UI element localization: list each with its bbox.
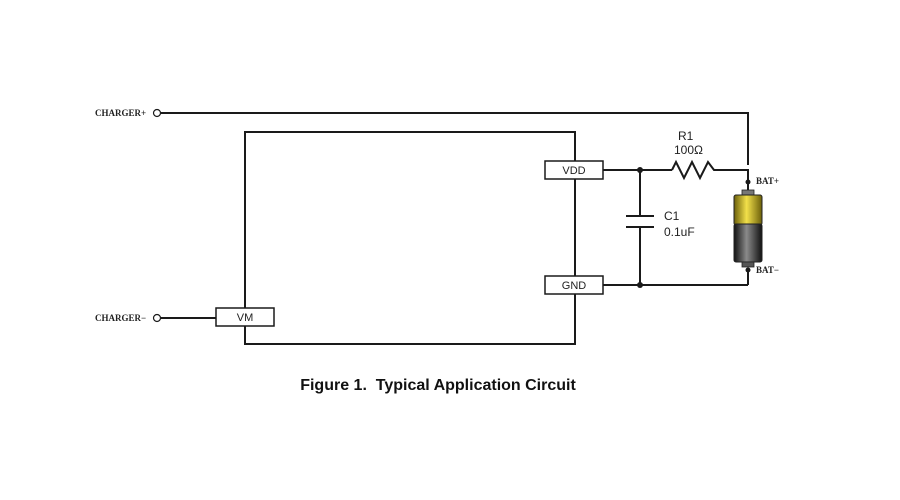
vm-pin-label: VM	[237, 312, 254, 324]
bat-minus-label: BAT−	[756, 265, 779, 275]
charger-plus-wire	[161, 112, 749, 165]
bat-plus-label: BAT+	[756, 176, 779, 186]
gnd-junction	[637, 282, 643, 288]
vdd-pin: VDD	[544, 160, 604, 180]
ic-body	[244, 131, 576, 345]
gnd-pin: GND	[544, 275, 604, 295]
bat-plus-wire	[718, 169, 749, 193]
charger-plus-label: CHARGER+	[95, 108, 146, 118]
vm-pin: VM	[215, 307, 275, 327]
gnd-pin-label: GND	[562, 280, 587, 292]
battery-icon	[733, 179, 763, 273]
charger-minus-terminal: CHARGER−	[95, 313, 162, 323]
resistor-value: 100Ω	[674, 143, 703, 157]
resistor-r1: R1 100Ω	[671, 129, 718, 181]
charger-plus-terminal: CHARGER+	[95, 108, 162, 118]
capacitor-value: 0.1uF	[664, 225, 695, 239]
vdd-pin-label: VDD	[562, 165, 585, 177]
figure-caption: Figure 1. Typical Application Circuit	[300, 377, 576, 394]
resistor-ref: R1	[678, 129, 694, 143]
charger-minus-label: CHARGER−	[95, 313, 146, 323]
capacitor-c1: C1 0.1uF	[626, 170, 695, 285]
capacitor-ref: C1	[664, 209, 680, 223]
